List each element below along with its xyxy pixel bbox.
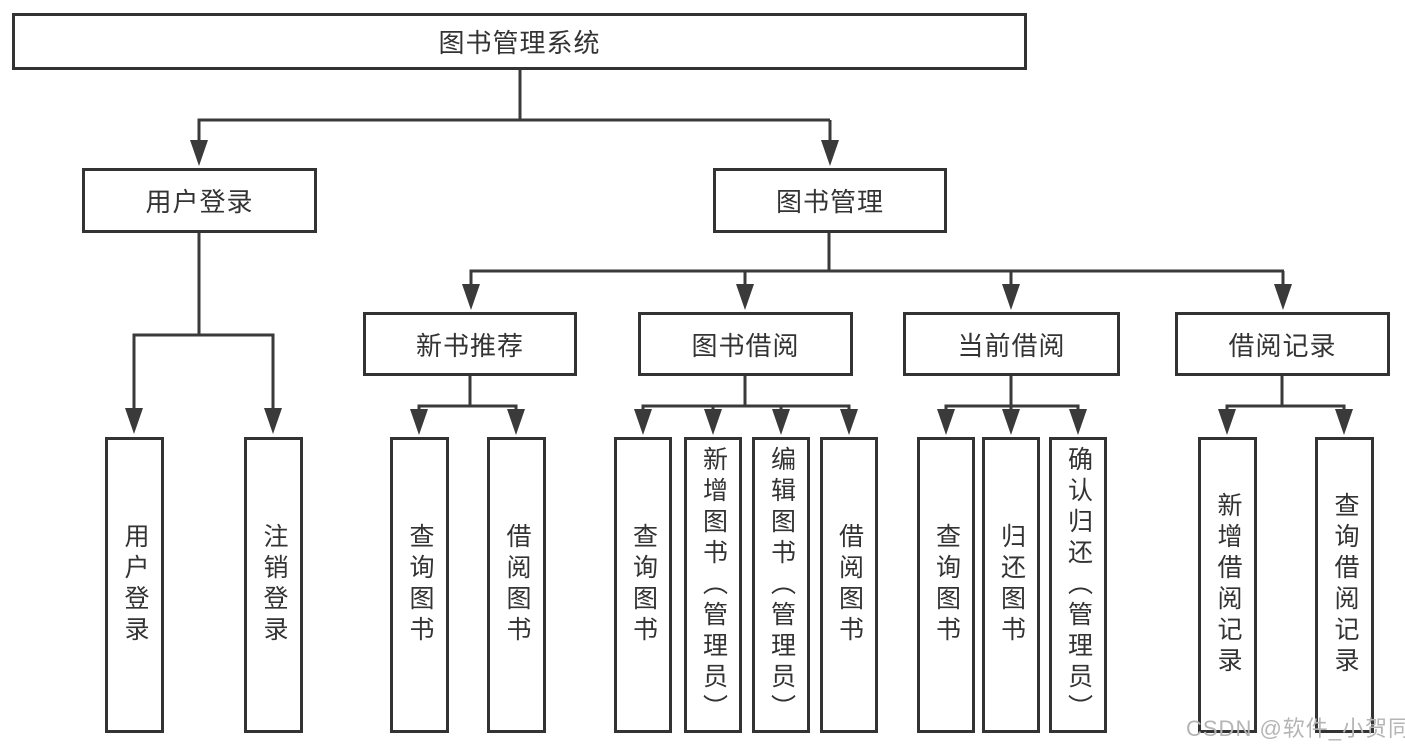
- node-user-login: 用户登录: [82, 168, 317, 233]
- watermark-text: CSDN @软件_小贺同学: [1186, 716, 1405, 741]
- node-book-borrowing: 图书借阅: [638, 312, 853, 376]
- leaf-edit-book-admin: 编辑图书（管理员）: [752, 437, 810, 733]
- leaf-user-login: 用户登录: [105, 437, 164, 733]
- leaf-return-books: 归还图书: [982, 437, 1040, 733]
- node-new-book-recommend: 新书推荐: [363, 312, 577, 376]
- leaf-query-books-recommend: 查询图书: [390, 437, 449, 733]
- leaf-query-books-borrowing: 查询图书: [614, 437, 672, 733]
- leaf-add-borrow-record: 新增借阅记录: [1198, 437, 1257, 733]
- leaf-borrow-books-borrowing: 借阅图书: [820, 437, 878, 733]
- leaf-query-books-current: 查询图书: [917, 437, 975, 733]
- leaf-borrow-books-recommend: 借阅图书: [487, 437, 546, 733]
- leaf-logout: 注销登录: [244, 437, 303, 733]
- leaf-confirm-return-admin: 确认归还（管理员）: [1049, 437, 1107, 733]
- node-book-management: 图书管理: [713, 168, 947, 233]
- node-book-management-system: 图书管理系统: [12, 13, 1027, 70]
- leaf-add-book-admin: 新增图书（管理员）: [684, 437, 742, 733]
- node-current-borrowing: 当前借阅: [903, 312, 1120, 376]
- leaf-query-borrow-record: 查询借阅记录: [1315, 437, 1374, 733]
- node-borrowing-records: 借阅记录: [1175, 312, 1390, 376]
